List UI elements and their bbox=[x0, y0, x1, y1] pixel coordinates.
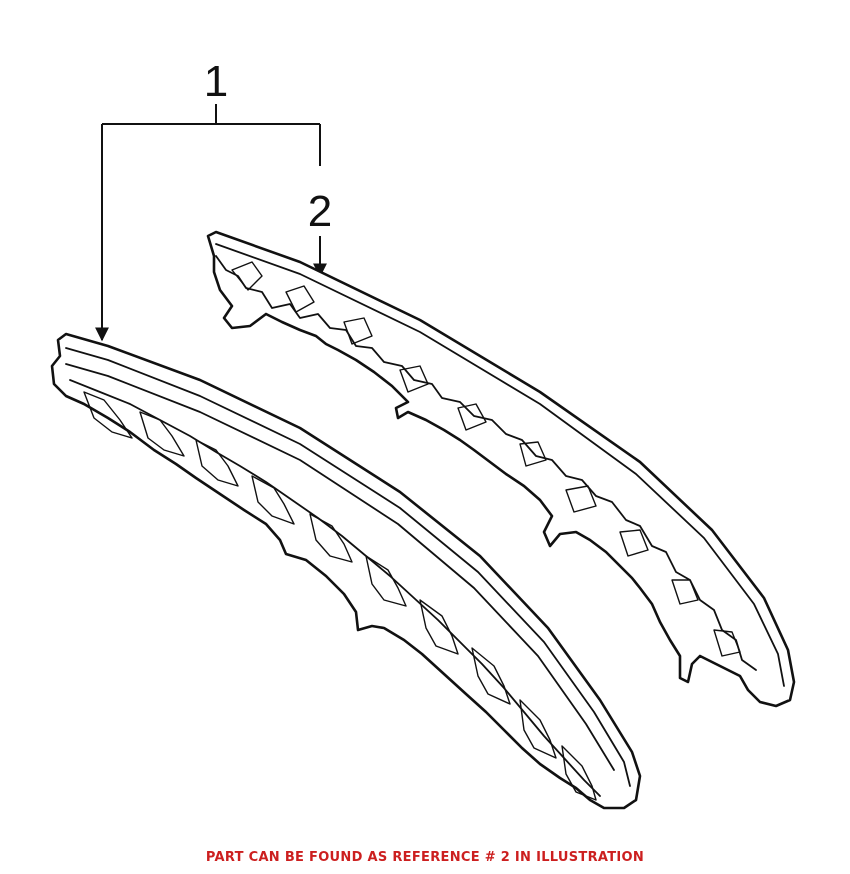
part-2-bracket bbox=[206, 230, 796, 708]
callout-2-label: 2 bbox=[308, 187, 332, 236]
callout-1-label: 1 bbox=[204, 57, 228, 106]
footer-note: PART CAN BE FOUND AS REFERENCE # 2 IN IL… bbox=[205, 850, 645, 865]
callout-1-leader bbox=[95, 104, 321, 342]
part-1-bracket bbox=[50, 332, 642, 810]
